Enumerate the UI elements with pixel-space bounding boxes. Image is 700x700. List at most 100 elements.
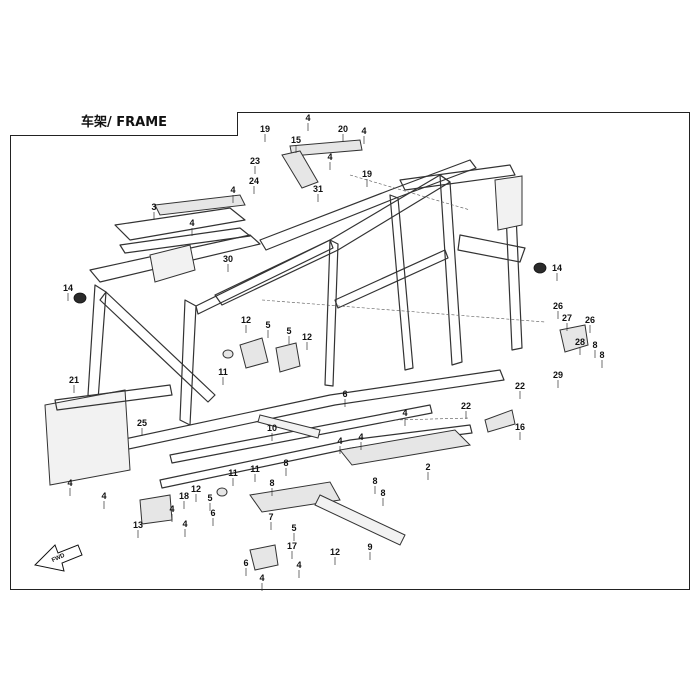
callout-label: 4: [361, 126, 366, 136]
callout-label: 31: [313, 184, 323, 194]
callout-label: 23: [250, 156, 260, 166]
skid-bar-3: [154, 194, 246, 216]
front-upper-brace: [195, 239, 334, 315]
callout-label: 5: [207, 493, 212, 503]
front-rack-rail-2: [119, 227, 251, 254]
callout-label: 29: [553, 370, 563, 380]
main-frame: [44, 139, 589, 571]
callout-label: 4: [230, 185, 235, 195]
callout-label: 6: [243, 558, 248, 568]
lower-bracket-17: [249, 544, 279, 571]
upper-right-rail: [259, 159, 477, 251]
callout-label: 8: [380, 488, 385, 498]
callout-label: 30: [223, 254, 233, 264]
callout-label: 14: [63, 283, 73, 293]
lower-center-rail: [169, 404, 433, 464]
callout-label: 6: [210, 508, 215, 518]
front-bumper-plate: [44, 389, 131, 486]
callout-label: 4: [337, 436, 342, 446]
front-diagonal-brace: [99, 291, 216, 403]
callout-label: 24: [249, 176, 259, 186]
alignment-line-c: [394, 417, 471, 421]
mid-post-a: [324, 239, 339, 387]
center-cross-brace: [334, 249, 449, 309]
front-rack-rail: [114, 207, 246, 241]
engine-mount-bracket-right: [275, 342, 301, 373]
callout-label: 25: [137, 418, 147, 428]
rear-rack-rail: [457, 234, 526, 263]
rear-side-plate: [494, 175, 523, 231]
callout-label: 8: [599, 350, 604, 360]
rear-post-left: [439, 174, 463, 366]
callout-label: 5: [286, 326, 291, 336]
washer-11b: [216, 487, 228, 497]
callout-label: 17: [287, 541, 297, 551]
callout-label: 10: [267, 423, 277, 433]
callout-label: 4: [259, 573, 264, 583]
mid-post-b: [389, 194, 414, 371]
bushing-14-right: [533, 262, 547, 274]
rear-cross-top: [399, 164, 516, 191]
callout-label: 27: [562, 313, 572, 323]
callout-label: 4: [327, 152, 332, 162]
title-box: 车架/ FRAME: [10, 112, 238, 136]
callout-label: 11: [228, 468, 238, 478]
callout-label: 12: [302, 332, 312, 342]
lower-bracket-7: [249, 481, 341, 513]
callout-label: 4: [358, 432, 363, 442]
callout-label: 11: [250, 464, 260, 474]
callout-label: 11: [218, 367, 228, 377]
callout-label: 12: [330, 547, 340, 557]
callout-label: 22: [461, 401, 471, 411]
callout-label: 4: [67, 478, 72, 488]
front-lower-crossmember: [54, 384, 173, 411]
callout-label: 14: [552, 263, 562, 273]
callout-label: 28: [575, 337, 585, 347]
washer-11: [222, 349, 234, 359]
skid-plate-2: [339, 429, 472, 466]
callout-label: 26: [585, 315, 595, 325]
callout-label: 15: [291, 135, 301, 145]
callout-label: 5: [291, 523, 296, 533]
callout-label: 3: [151, 202, 156, 212]
callout-label: 4: [169, 504, 174, 514]
callout-label: 19: [260, 124, 270, 134]
front-upper-plate: [149, 244, 196, 283]
front-left-upright: [87, 284, 107, 401]
callout-label: 9: [367, 542, 372, 552]
callout-label: 8: [592, 340, 597, 350]
top-bracket-15: [281, 150, 319, 189]
upper-left-rail: [214, 174, 451, 306]
alignment-line-a: [349, 174, 471, 211]
shaft-10: [257, 414, 321, 439]
callout-label: 4: [101, 491, 106, 501]
callout-label: 22: [515, 381, 525, 391]
rear-bracket-16: [484, 409, 516, 433]
callout-label: 26: [553, 301, 563, 311]
front-top-rail: [89, 234, 261, 283]
callout-label: 8: [372, 476, 377, 486]
callout-label: 6: [342, 389, 347, 399]
callout-label: 5: [265, 320, 270, 330]
callout-label: 18: [179, 491, 189, 501]
lower-bracket-13: [139, 494, 173, 525]
bushing-14-left: [73, 292, 87, 304]
callout-label: 2: [425, 462, 430, 472]
callout-label: 4: [296, 560, 301, 570]
callout-label: 12: [241, 315, 251, 325]
lower-right-rail: [159, 424, 473, 489]
callout-label: 4: [402, 408, 407, 418]
callout-label: 21: [69, 375, 79, 385]
callout-label: 13: [133, 520, 143, 530]
callout-label: 16: [515, 422, 525, 432]
callout-label: 12: [191, 484, 201, 494]
front-right-upright: [179, 299, 197, 426]
callout-label: 8: [269, 478, 274, 488]
engine-mount-bracket-left: [239, 337, 269, 369]
callout-label: 4: [305, 113, 310, 123]
callout-label: 7: [268, 512, 273, 522]
alignment-line-b: [261, 299, 546, 323]
callout-label: 4: [182, 519, 187, 529]
